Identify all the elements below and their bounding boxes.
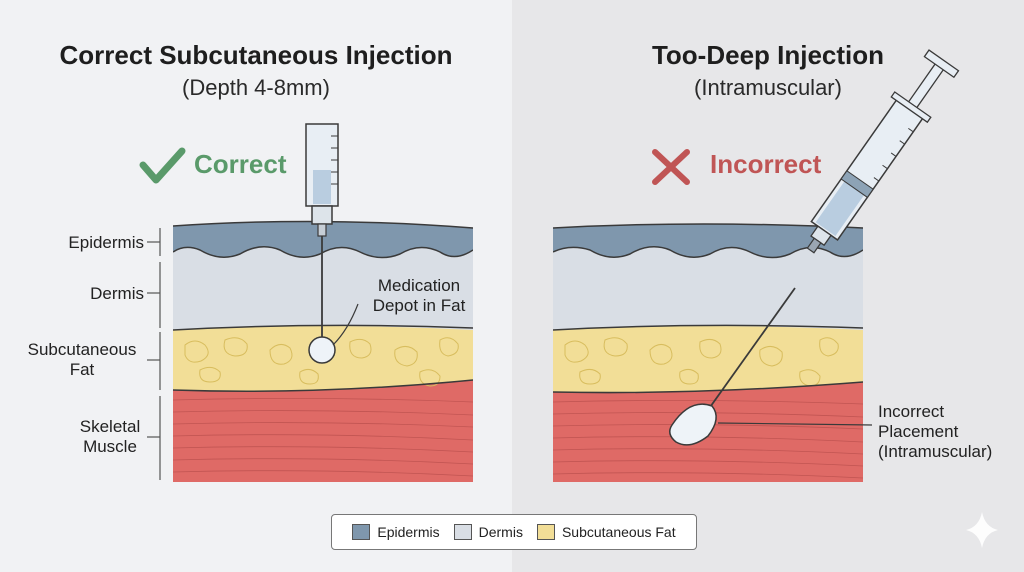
label-skeletal-muscle: Skeletal Muscle <box>79 417 141 456</box>
epidermis-layer <box>173 221 473 258</box>
legend-label: Dermis <box>478 524 523 540</box>
callout-incorrect-placement: Incorrect Placement (Intramuscular) <box>878 402 993 461</box>
incorrect-syringe <box>669 49 960 446</box>
incorrect-subtitle: (Intramuscular) <box>694 75 842 100</box>
legend-swatch <box>453 524 472 540</box>
correct-verdict-label: Correct <box>194 149 287 179</box>
sparkle-icon <box>966 512 998 548</box>
incorrect-title: Too-Deep Injection <box>651 40 885 70</box>
callout-leader <box>332 303 359 346</box>
dermis-layer <box>553 240 863 330</box>
legend-swatch <box>536 524 555 540</box>
correct-syringe <box>305 123 359 364</box>
legend-item-dermis: Dermis <box>453 524 523 540</box>
check-icon <box>139 147 186 184</box>
incorrect-tissue-block <box>553 223 863 482</box>
legend-item-subcutaneous-fat: Subcutaneous Fat <box>536 524 676 540</box>
fat-layer <box>553 325 863 393</box>
legend-swatch <box>352 524 371 540</box>
legend: Epidermis Dermis Subcutaneous Fat <box>331 514 697 550</box>
epidermis-layer <box>553 224 863 258</box>
legend-label: Epidermis <box>377 524 440 540</box>
legend-label: Subcutaneous Fat <box>561 524 676 540</box>
label-subcutaneous-fat: Subcutaneous Fat <box>27 340 137 379</box>
layer-brackets <box>147 228 161 480</box>
callout-medication-depot: Medication Depot in Fat <box>372 276 466 315</box>
medication-depot <box>308 336 336 364</box>
dermis-layer <box>173 240 473 330</box>
label-dermis: Dermis <box>90 284 144 303</box>
incorrect-verdict: Incorrect <box>650 149 821 180</box>
callout-leader <box>717 422 873 426</box>
incorrect-verdict-label: Incorrect <box>710 149 822 179</box>
correct-title: Correct Subcutaneous Injection <box>59 40 453 70</box>
label-epidermis: Epidermis <box>68 233 144 252</box>
correct-verdict: Correct <box>140 149 286 180</box>
misplaced-depot <box>669 403 717 446</box>
legend-item-epidermis: Epidermis <box>352 524 440 540</box>
x-icon <box>652 149 690 185</box>
correct-subtitle: (Depth 4-8mm) <box>182 75 330 100</box>
